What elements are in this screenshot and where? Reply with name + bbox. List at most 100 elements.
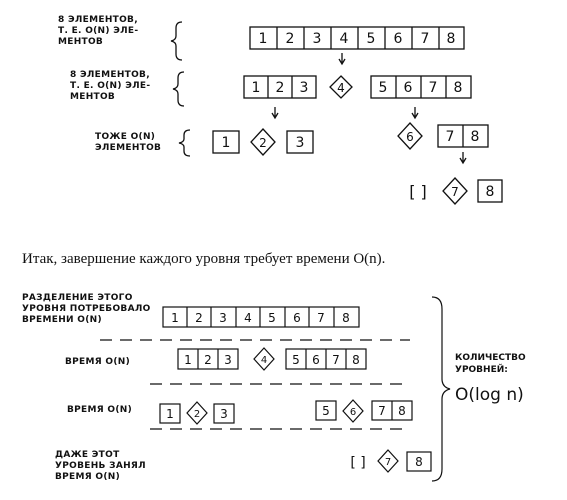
pivot-diamond [253, 347, 275, 371]
cell: 1 [166, 407, 174, 421]
pivot-value: 7 [385, 457, 391, 468]
cell: 4 [340, 31, 349, 47]
top-row3-box-1 [212, 130, 240, 154]
cell: 3 [219, 311, 227, 325]
cell: 7 [332, 353, 340, 367]
pivot-value: 6 [350, 407, 356, 418]
top-row1-array [249, 26, 465, 50]
pivot-diamond [397, 122, 423, 150]
cell: 8 [352, 353, 360, 367]
top-label-level-2: 8 ЭЛЕМЕНТОВ, т. е. O(n) ЭЛЕ- МЕНТОВ [70, 70, 150, 103]
cell: 6 [293, 311, 301, 325]
pivot-diamond [342, 399, 364, 423]
pivot-diamond [186, 401, 208, 425]
empty-array: [ ] [409, 182, 427, 201]
pivot-value: 7 [451, 185, 459, 199]
top-row3-box-3 [286, 130, 314, 154]
cell: 6 [394, 31, 403, 47]
top-row4-box [477, 179, 503, 203]
label-line: МЕНТОВ [58, 37, 104, 47]
pivot-diamond [442, 177, 468, 205]
cell: 8 [342, 311, 350, 325]
cell: 4 [244, 311, 252, 325]
brace [170, 21, 183, 61]
label-line: ВРЕМЯ O(n) [55, 472, 121, 482]
empty-array: [ ] [350, 455, 365, 471]
label-line: ВРЕМЯ O(n) [65, 357, 131, 367]
label-line: ТОЖЕ O(n) [95, 132, 156, 142]
label-line: ВРЕМЯ O(n) [67, 405, 133, 415]
brace [172, 71, 185, 107]
label-line: УРОВНЕЙ: [455, 365, 508, 375]
arrow-down-icon [271, 107, 279, 120]
cell: 7 [317, 311, 325, 325]
cell: 2 [195, 311, 203, 325]
bottom-row2-left-array [177, 348, 239, 370]
cell: 3 [220, 407, 228, 421]
cell: 1 [252, 80, 261, 96]
brace [178, 129, 191, 157]
cell: 7 [429, 80, 438, 96]
levels-value: O(log n) [455, 385, 524, 405]
cell: 3 [300, 80, 309, 96]
pivot-value: 4 [261, 355, 267, 366]
pivot-value: 2 [194, 409, 200, 420]
label-line: 8 ЭЛЕМЕНТОВ, [70, 70, 150, 80]
bottom-label-level-1: РАЗДЕЛЕНИЕ ЭТОГО УРОВНЯ ПОТРЕБОВАЛО ВРЕМ… [22, 293, 151, 326]
pivot-value: 4 [337, 81, 345, 95]
bottom-label-level-3: ВРЕМЯ O(n) [67, 405, 132, 416]
label-line: т. е. O(n) ЭЛЕ- [58, 26, 139, 36]
bottom-row3-box-5 [315, 400, 337, 421]
label-line: 8 ЭЛЕМЕНТОВ, [58, 15, 138, 25]
arrow-down-icon [338, 53, 346, 66]
bottom-levels-diagram: 1 2 3 4 5 6 7 8 1 2 3 4 5 6 7 8 1 2 3 5 … [100, 296, 451, 482]
cell: 5 [268, 311, 276, 325]
cell: 8 [454, 80, 463, 96]
top-row2-left-array [243, 75, 317, 99]
cell: 1 [259, 31, 268, 47]
cell: 8 [486, 184, 495, 200]
bottom-label-level-4: ДАЖЕ ЭТОТ УРОВЕНЬ ЗАНЯЛ ВРЕМЯ O(n) [55, 450, 146, 483]
arrow-down-icon [459, 152, 467, 165]
brace [431, 296, 451, 482]
cell: 5 [292, 353, 300, 367]
cell: 3 [296, 135, 305, 151]
cell: 1 [222, 135, 231, 151]
cell: 5 [367, 31, 376, 47]
top-label-level-3: ТОЖЕ O(n) ЭЛЕМЕНТОВ [95, 132, 161, 154]
label-line: УРОВНЯ ПОТРЕБОВАЛО [22, 304, 151, 314]
cell: 1 [171, 311, 179, 325]
cell: 2 [276, 80, 285, 96]
cell: 5 [322, 404, 330, 418]
pivot-value: 6 [406, 130, 414, 144]
label-line: РАЗДЕЛЕНИЕ ЭТОГО [22, 293, 133, 303]
label-line: КОЛИЧЕСТВО [455, 353, 526, 363]
bottom-row4-box [406, 451, 432, 472]
cell: 2 [204, 353, 212, 367]
label-line: ДАЖЕ ЭТОТ [55, 450, 120, 460]
top-quicksort-diagram: 1 2 3 4 5 6 7 8 1 2 3 4 5 6 7 8 1 2 3 6 … [170, 21, 503, 205]
caption: Итак, завершение каждого уровня требует … [22, 251, 386, 267]
levels-label: КОЛИЧЕСТВО УРОВНЕЙ: [455, 352, 526, 376]
cell: 3 [313, 31, 322, 47]
cell: 6 [312, 353, 320, 367]
top-label-level-1: 8 ЭЛЕМЕНТОВ, т. е. O(n) ЭЛЕ- МЕНТОВ [58, 15, 138, 48]
bottom-row3-box-3 [213, 403, 235, 424]
pivot-value: 2 [259, 136, 267, 150]
cell: 8 [447, 31, 456, 47]
cell: 8 [471, 129, 480, 145]
cell: 5 [379, 80, 388, 96]
label-line: т. е. O(n) ЭЛЕ- [70, 81, 151, 91]
pivot-diamond [377, 449, 399, 473]
cell: 2 [286, 31, 295, 47]
cell: 8 [398, 404, 406, 418]
cell: 3 [224, 353, 232, 367]
label-line: ВРЕМЕНИ O(n) [22, 315, 102, 325]
label-line: МЕНТОВ [70, 92, 116, 102]
pivot-diamond [250, 128, 276, 156]
cell: 7 [378, 404, 386, 418]
bottom-row1-array [162, 306, 360, 328]
cell: 1 [184, 353, 192, 367]
bottom-label-level-2: ВРЕМЯ O(n) [65, 357, 130, 368]
pivot-diamond [329, 75, 353, 99]
